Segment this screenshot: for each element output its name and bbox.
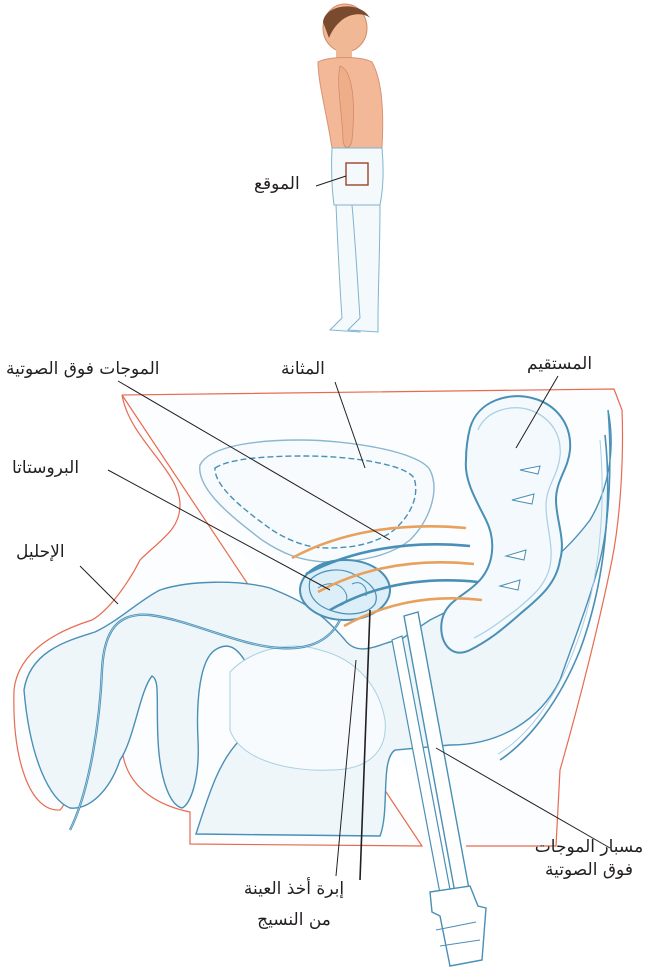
leader-urethra: [80, 566, 118, 604]
label-rectum: المستقيم: [527, 353, 592, 376]
label-ultrasound-probe-line1: مسبار الموجات: [530, 836, 648, 859]
label-bladder: المثانة: [281, 358, 325, 381]
label-ultrasound-waves: الموجات فوق الصوتية: [6, 358, 160, 381]
label-biopsy-needle-line1: إبرة أخذ العينة: [226, 878, 362, 901]
label-biopsy-needle-line2: من النسيج: [226, 909, 362, 932]
figure-location-icon: [318, 4, 383, 332]
label-biopsy-needle: إبرة أخذ العينة من النسيج: [226, 878, 362, 932]
bladder: [200, 440, 434, 562]
label-urethra: الإحليل: [16, 541, 65, 564]
label-ultrasound-probe: مسبار الموجات فوق الصوتية: [530, 836, 648, 882]
label-site: الموقع: [254, 173, 300, 196]
label-ultrasound-probe-line2: فوق الصوتية: [530, 859, 648, 882]
label-prostate: البروستاتا: [12, 457, 79, 480]
